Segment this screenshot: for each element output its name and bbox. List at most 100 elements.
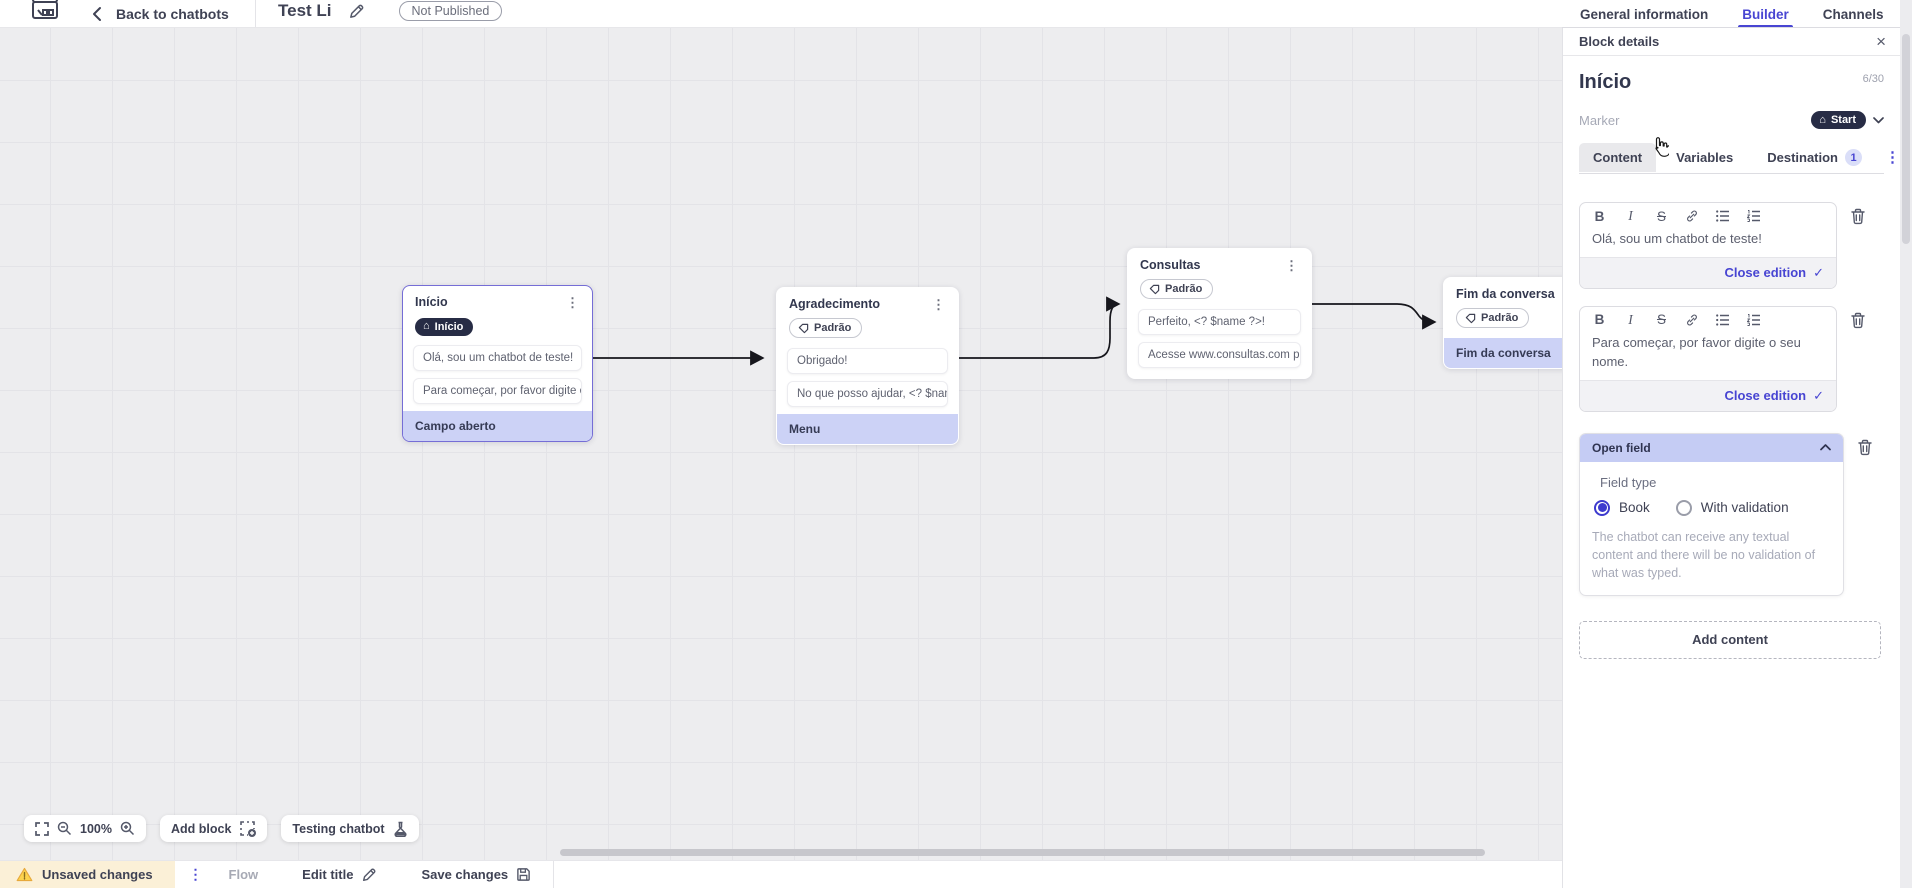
link-icon[interactable] [1685,209,1700,223]
radio-option-book[interactable]: Book [1594,499,1650,516]
zoom-in-icon[interactable] [120,821,135,836]
message-item[interactable]: Perfeito, <? $name ?>! [1138,308,1301,335]
trash-icon[interactable] [1850,312,1866,329]
add-block-button[interactable]: Add block [159,815,268,842]
tab-destination[interactable]: Destination 1 [1753,142,1876,173]
menu-row[interactable]: Menu [777,413,958,444]
testing-chatbot-button[interactable]: Testing chatbot [281,815,419,842]
close-icon[interactable]: × [1876,32,1886,51]
tab-builder[interactable]: Builder [1738,0,1793,28]
bold-icon[interactable]: B [1594,208,1605,224]
italic-icon[interactable]: I [1628,208,1633,223]
divider [553,861,555,888]
warning-icon [16,867,33,882]
richtext-toolbar: B I S [1580,203,1836,227]
edit-title-pencil-icon[interactable] [348,3,365,20]
flow-block-agradecimento[interactable]: Agradecimento ⋮ Padrão Obrigado! No que … [776,287,959,445]
tag-icon [1465,313,1476,324]
pencil-icon [361,867,377,883]
zoom-level: 100% [80,821,112,836]
field-type-label: Field type [1600,474,1657,490]
tab-content[interactable]: Content [1579,143,1657,172]
block-title: Consultas [1140,258,1201,272]
marker-dropdown[interactable]: ⌂ Start [1811,111,1884,129]
close-edition-button[interactable]: Close edition [1724,388,1807,404]
radio-option-with-validation[interactable]: With validation [1675,499,1789,516]
block-title: Agradecimento [789,297,880,311]
richtext-toolbar: B I S [1580,307,1836,331]
bullet-list-icon[interactable] [1716,210,1731,222]
radio-label: With validation [1700,500,1789,516]
add-block-icon [239,820,257,837]
add-content-button[interactable]: Add content [1579,620,1881,659]
strikethrough-icon[interactable]: S [1656,312,1666,328]
message-item[interactable]: Acesse www.consultas.com par... [1138,341,1301,368]
open-field-title: Open field [1592,440,1651,455]
message-text[interactable]: Olá, sou um chatbot de teste! [1580,227,1836,257]
zoom-out-icon[interactable] [57,821,72,836]
block-name-field[interactable]: Início [1579,71,1632,93]
chevron-up-icon [1820,444,1831,451]
home-icon: ⌂ [1819,113,1826,126]
back-to-chatbots-button[interactable]: Back to chatbots [92,0,229,28]
tab-general-information[interactable]: General information [1580,6,1709,22]
strikethrough-icon[interactable]: S [1656,208,1666,224]
tag-icon [798,323,809,334]
tab-variables[interactable]: Variables [1676,150,1734,165]
edit-title-label: Edit title [302,867,354,882]
message-item[interactable]: Obrigado! [787,347,948,374]
kebab-menu-icon[interactable]: ⋮ [1885,149,1901,166]
message-editor: B I S Olá, sou um chatbot de teste! Clos… [1579,202,1837,289]
edit-title-button[interactable]: Edit title [302,867,377,883]
open-field-header[interactable]: Open field [1580,433,1843,462]
unsaved-changes-label: Unsaved changes [42,867,153,882]
fullscreen-icon[interactable] [35,821,49,836]
kebab-menu-icon[interactable]: ⋮ [1285,257,1298,273]
radio-unselected-icon [1675,499,1692,516]
chevron-down-icon [1873,116,1884,124]
marker-pill-default: Padrão [789,318,863,338]
canvas-toolbar: 100% Add block Testing chatbot [24,815,419,842]
vertical-scrollbar-thumb[interactable] [1902,34,1910,244]
kebab-menu-icon[interactable]: ⋮ [566,294,579,310]
numbered-list-icon[interactable] [1747,210,1762,222]
zoom-controls: 100% [24,815,146,842]
flask-icon [393,821,408,837]
bullet-list-icon[interactable] [1716,314,1731,326]
flow-block-inicio[interactable]: Início ⋮ ⌂ Início Olá, sou um chatbot de… [402,285,593,442]
block-title: Fim da conversa [1456,287,1555,301]
horizontal-scrollbar[interactable] [560,849,1485,856]
message-item[interactable]: Para começar, por favor digite o ... [413,377,582,404]
editor-footer: Close edition ✓ [1580,379,1836,411]
marker-value: Start [1830,114,1856,126]
italic-icon[interactable]: I [1628,311,1633,327]
flow-block-fim-da-conversa[interactable]: Fim da conversa Padrão Fim da conversa [1443,277,1562,369]
flow-block-consultas[interactable]: Consultas ⋮ Padrão Perfeito, <? $name ?>… [1127,248,1312,379]
kebab-menu-icon[interactable]: ⋮ [188,866,203,882]
tag-icon [1149,284,1160,295]
trash-icon[interactable] [1850,208,1866,225]
tab-channels[interactable]: Channels [1822,6,1884,22]
home-icon: ⌂ [423,320,430,332]
end-conversation-row[interactable]: Fim da conversa [1444,337,1562,368]
message-item[interactable]: No que posso ajudar, <? $name ... [787,380,948,407]
vertical-scrollbar[interactable] [1900,0,1912,888]
bold-icon[interactable]: B [1594,312,1605,328]
back-label: Back to chatbots [116,6,229,22]
numbered-list-icon[interactable] [1747,313,1762,326]
chevron-left-icon [92,6,102,22]
trash-icon[interactable] [1857,439,1873,456]
kebab-menu-icon[interactable]: ⋮ [932,296,945,312]
flow-canvas[interactable]: Início ⋮ ⌂ Início Olá, sou um chatbot de… [0,28,1562,860]
marker-pill-label: Padrão [814,322,852,334]
marker-pill-default: Padrão [1456,308,1530,328]
message-item[interactable]: Olá, sou um chatbot de teste! [413,344,582,371]
save-changes-button[interactable]: Save changes [421,867,531,882]
flow-label[interactable]: Flow [228,867,259,882]
open-field-row[interactable]: Campo aberto [403,410,592,441]
divider [1562,27,1900,28]
message-text[interactable]: Para começar, por favor digite o seu nom… [1580,330,1836,380]
link-icon[interactable] [1685,313,1700,327]
close-edition-button[interactable]: Close edition [1724,265,1807,281]
